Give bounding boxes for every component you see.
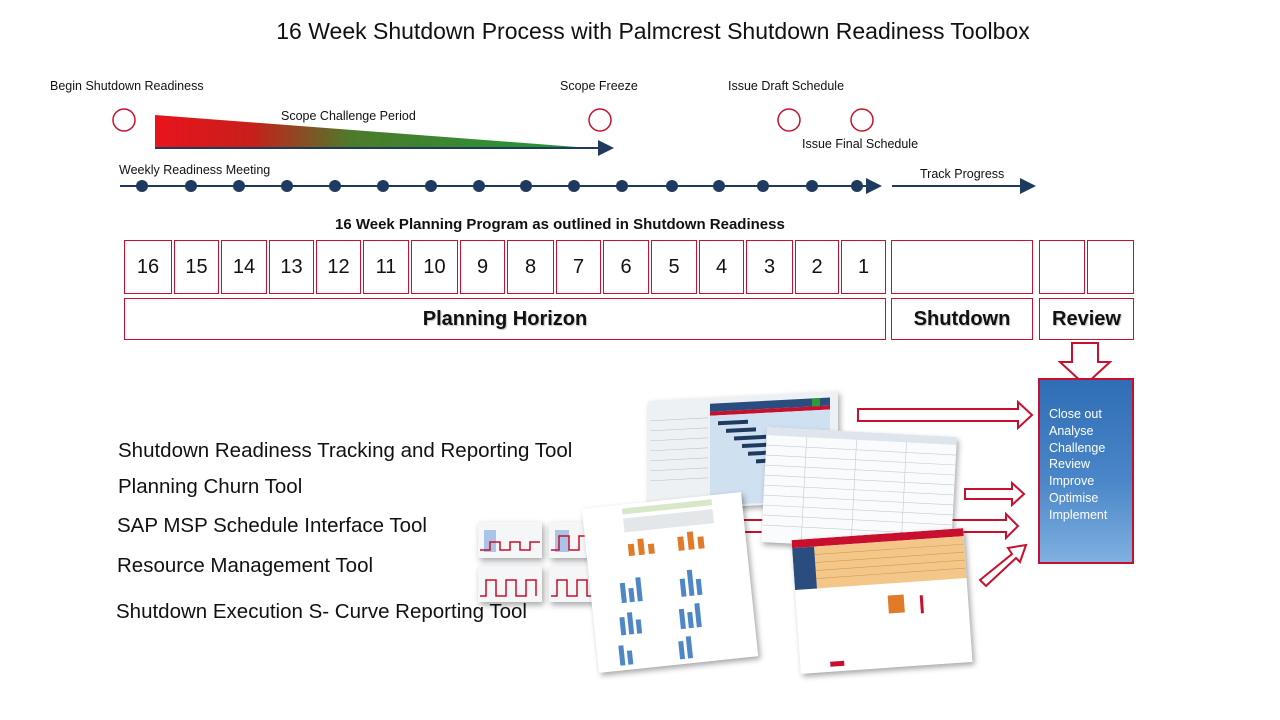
- meeting-dot: [806, 180, 818, 192]
- tool-arrow-4: [978, 543, 1028, 588]
- label-weekly-meeting: Weekly Readiness Meeting: [119, 163, 271, 177]
- review-week-cell: [1039, 240, 1085, 294]
- meeting-dot: [568, 180, 580, 192]
- review-band: Review: [1039, 298, 1134, 340]
- review-item: Implement: [1049, 507, 1108, 522]
- milestone-final-circle: [850, 108, 874, 132]
- meeting-dot: [185, 180, 197, 192]
- thumb-chart-1: [478, 522, 542, 558]
- week-cell: 12: [316, 240, 361, 294]
- week-cell: 9: [460, 240, 505, 294]
- scope-challenge-wedge: [155, 115, 590, 148]
- review-item: Close out: [1049, 407, 1102, 421]
- week-cell: 4: [699, 240, 744, 294]
- review-down-arrow: [1057, 342, 1113, 387]
- label-scope-freeze: Scope Freeze: [560, 79, 638, 93]
- review-item: Improve: [1049, 474, 1095, 489]
- tool-sap-msp-interface: SAP MSP Schedule Interface Tool: [117, 514, 427, 537]
- week-cell: 1: [841, 240, 886, 294]
- tool-resource-management: Resource Management Tool: [117, 554, 374, 577]
- review-item: Optimise: [1049, 490, 1099, 505]
- planning-horizon-band: Planning Horizon: [124, 298, 886, 340]
- label-scope-challenge: Scope Challenge Period: [281, 109, 416, 123]
- milestone-begin-circle: [112, 108, 136, 132]
- week-cell: 8: [507, 240, 554, 294]
- thumb-chart-3: [478, 566, 542, 602]
- milestone-scope-freeze-circle: [588, 108, 612, 132]
- tool-arrow-1: [857, 399, 1034, 431]
- meeting-dot: [851, 180, 863, 192]
- meeting-dot: [713, 180, 725, 192]
- label-begin-readiness: Begin Shutdown Readiness: [50, 79, 204, 93]
- week-cell: 2: [795, 240, 839, 294]
- week-cell: 13: [269, 240, 314, 294]
- meeting-dot: [666, 180, 678, 192]
- week-cell: 15: [174, 240, 219, 294]
- week-cell: 14: [221, 240, 267, 294]
- meeting-dot: [329, 180, 341, 192]
- label-issue-draft: Issue Draft Schedule: [728, 79, 845, 93]
- meeting-dot: [377, 180, 389, 192]
- shutdown-band: Shutdown: [891, 298, 1033, 340]
- week-cell: 7: [556, 240, 601, 294]
- tool-s-curve-reporting: Shutdown Execution S- Curve Reporting To…: [116, 600, 527, 623]
- label-track-progress: Track Progress: [920, 167, 1005, 181]
- page-title: 16 Week Shutdown Process with Palmcrest …: [276, 18, 1030, 44]
- meeting-dot: [616, 180, 628, 192]
- review-item: Challenge: [1049, 440, 1106, 455]
- week-cell: 11: [363, 240, 409, 294]
- week-cell: 10: [411, 240, 458, 294]
- review-item: Analyse: [1049, 423, 1094, 438]
- week-cell: 3: [746, 240, 793, 294]
- meeting-dot: [757, 180, 769, 192]
- review-actions-box: Close out Analyse Challenge Review Impro…: [1038, 378, 1134, 564]
- screenshot-bar-report: [581, 492, 759, 673]
- meeting-dot: [520, 180, 532, 192]
- meeting-dot: [233, 180, 245, 192]
- screenshot-resource-sheet: [791, 528, 973, 674]
- screenshot-table: [761, 427, 957, 552]
- week-cell: 6: [603, 240, 649, 294]
- review-item: Review: [1049, 457, 1090, 472]
- label-issue-final: Issue Final Schedule: [802, 137, 919, 151]
- planning-program-title: 16 Week Planning Program as outlined in …: [335, 216, 785, 233]
- meeting-dot: [281, 180, 293, 192]
- week-cell: 5: [651, 240, 697, 294]
- meeting-dot: [425, 180, 437, 192]
- meeting-dots: [136, 180, 863, 192]
- meeting-dot: [473, 180, 485, 192]
- meeting-dot: [136, 180, 148, 192]
- milestone-draft-circle: [777, 108, 801, 132]
- tool-planning-churn: Planning Churn Tool: [118, 475, 303, 498]
- tool-arrow-2: [964, 480, 1026, 508]
- tool-readiness-tracking: Shutdown Readiness Tracking and Reportin…: [118, 439, 573, 462]
- week-cell: 16: [124, 240, 172, 294]
- review-week-cell: [1087, 240, 1134, 294]
- shutdown-week-cell: [891, 240, 1033, 294]
